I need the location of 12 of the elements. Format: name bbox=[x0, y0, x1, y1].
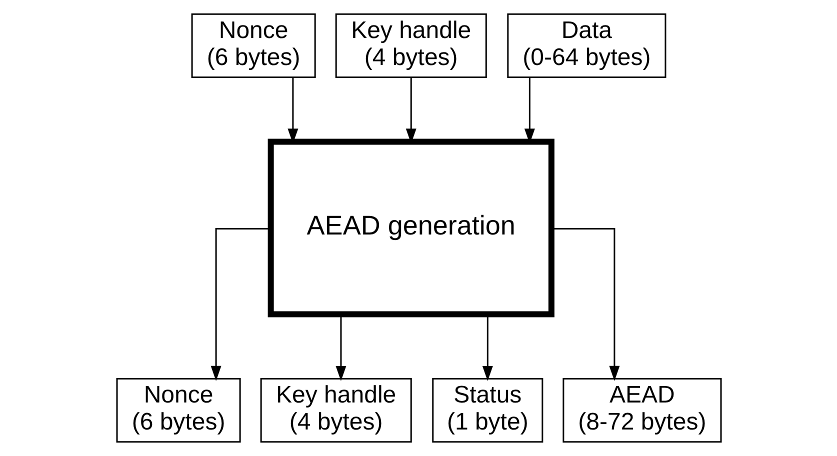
node-box: Nonce (6 bytes) bbox=[116, 378, 240, 443]
node-box: Key handle (4 bytes) bbox=[334, 13, 486, 78]
node-box: Nonce (6 bytes) bbox=[190, 13, 316, 78]
arrow bbox=[210, 228, 270, 381]
node-box: Data (0-64 bytes) bbox=[506, 13, 666, 78]
node-box: AEAD generation bbox=[267, 138, 554, 318]
arrow bbox=[551, 228, 620, 381]
node-box: AEAD (8-72 bytes) bbox=[562, 378, 722, 443]
node-box: Key handle (4 bytes) bbox=[260, 378, 412, 443]
arrow bbox=[482, 314, 492, 381]
node-box: Status (1 byte) bbox=[432, 378, 543, 443]
arrow bbox=[335, 314, 346, 381]
